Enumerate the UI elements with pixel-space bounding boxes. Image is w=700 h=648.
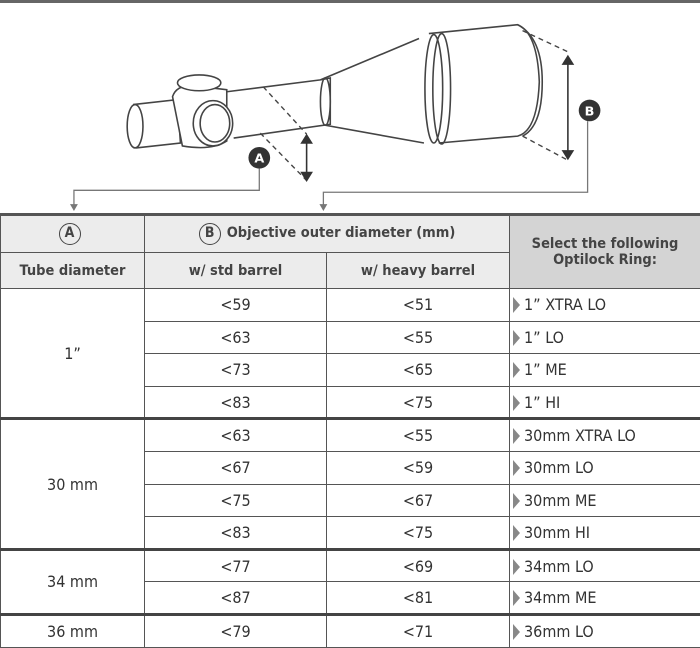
optilock-ring-table: A B Objective outer diameter (mm) Select … [0, 213, 700, 648]
heavy-barrel: <59 [327, 451, 510, 484]
triangle-bullet-icon [513, 460, 520, 476]
objective-label: Objective outer diameter (mm) [227, 225, 456, 241]
ring-cell: 36mm LO [510, 614, 700, 647]
ring-name: 1” HI [524, 393, 560, 412]
ring-name: 34mm LO [524, 557, 594, 576]
marker-b-label: B [585, 104, 595, 119]
triangle-bullet-icon [513, 428, 520, 444]
ring-cell: 34mm ME [510, 582, 700, 615]
ring-cell: 30mm HI [510, 517, 700, 550]
heavy-barrel: <69 [327, 549, 510, 582]
ring-cell: 1” XTRA LO [510, 289, 700, 322]
table-row: 36 mm<79<71 36mm LO [1, 614, 700, 647]
ring-name: 36mm LO [524, 622, 594, 641]
std-barrel: <63 [145, 321, 327, 354]
ring-cell: 30mm XTRA LO [510, 419, 700, 452]
tube-diameter: 36 mm [1, 614, 145, 647]
circle-b-icon: B [199, 223, 221, 245]
tube-diameter: 34 mm [1, 549, 145, 614]
ring-cell: 34mm LO [510, 549, 700, 582]
ring-cell: 1” HI [510, 386, 700, 419]
heavy-barrel: <81 [327, 582, 510, 615]
ring-name: 1” LO [524, 328, 564, 347]
ring-name: 1” ME [524, 360, 567, 379]
header-select: Select the following Optilock Ring: [510, 215, 700, 289]
heavy-barrel: <67 [327, 484, 510, 517]
triangle-bullet-icon [513, 590, 520, 606]
std-barrel: <75 [145, 484, 327, 517]
triangle-bullet-icon [513, 330, 520, 346]
std-barrel: <83 [145, 386, 327, 419]
header-objective: B Objective outer diameter (mm) [145, 215, 510, 253]
std-barrel: <83 [145, 517, 327, 550]
heavy-barrel: <75 [327, 517, 510, 550]
ring-name: 1” XTRA LO [524, 295, 606, 314]
marker-a-label: A [254, 152, 264, 167]
heavy-barrel: <71 [327, 614, 510, 647]
heavy-barrel: <55 [327, 321, 510, 354]
ring-name: 30mm XTRA LO [524, 426, 636, 445]
heavy-barrel: <51 [327, 289, 510, 322]
ring-cell: 30mm LO [510, 451, 700, 484]
ring-cell: 1” ME [510, 354, 700, 387]
ring-name: 30mm ME [524, 491, 596, 510]
header-heavy: w/ heavy barrel [327, 253, 510, 289]
triangle-bullet-icon [513, 525, 520, 541]
ring-cell: 1” LO [510, 321, 700, 354]
ring-cell: 30mm ME [510, 484, 700, 517]
std-barrel: <63 [145, 419, 327, 452]
std-barrel: <59 [145, 289, 327, 322]
triangle-bullet-icon [513, 362, 520, 378]
std-barrel: <73 [145, 354, 327, 387]
tube-diameter: 30 mm [1, 419, 145, 549]
triangle-bullet-icon [513, 559, 520, 575]
scope-illustration: A B [0, 0, 700, 213]
ring-name: 30mm LO [524, 458, 594, 477]
std-barrel: <67 [145, 451, 327, 484]
std-barrel: <77 [145, 549, 327, 582]
heavy-barrel: <75 [327, 386, 510, 419]
tube-diameter: 1” [1, 289, 145, 419]
std-barrel: <87 [145, 582, 327, 615]
heavy-barrel: <65 [327, 354, 510, 387]
ring-name: 34mm ME [524, 588, 596, 607]
triangle-bullet-icon [513, 395, 520, 411]
std-barrel: <79 [145, 614, 327, 647]
triangle-bullet-icon [513, 297, 520, 313]
header-std: w/ std barrel [145, 253, 327, 289]
circle-a-icon: A [59, 223, 81, 245]
header-tube: Tube diameter [1, 253, 145, 289]
header-a: A [1, 215, 145, 253]
heavy-barrel: <55 [327, 419, 510, 452]
triangle-bullet-icon [513, 624, 520, 640]
triangle-bullet-icon [513, 493, 520, 509]
ring-name: 30mm HI [524, 523, 590, 542]
